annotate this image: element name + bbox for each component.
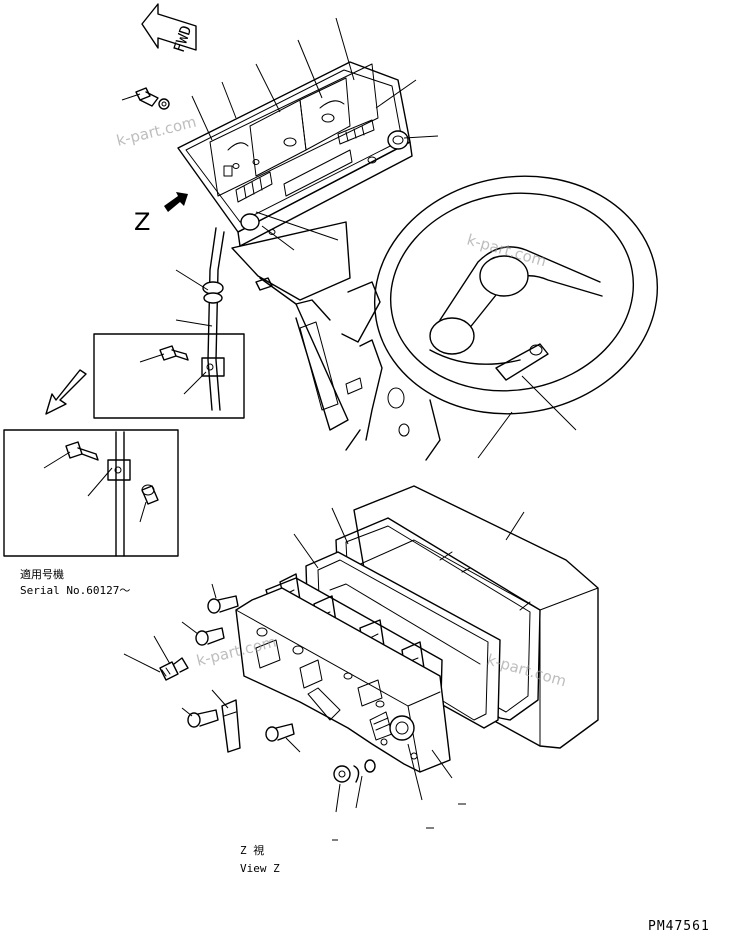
dashboard-panel <box>177 61 413 247</box>
nut-washer <box>333 759 376 783</box>
leader-lines <box>43 17 577 841</box>
connector-strip <box>221 699 241 753</box>
inset-arrow <box>45 369 87 415</box>
view-z-marker: Z <box>134 192 188 236</box>
inset-box-upper <box>93 333 245 419</box>
screw-4 <box>265 723 295 742</box>
view-z-caption-en: View Z <box>240 862 280 875</box>
screw-2 <box>195 627 225 646</box>
wire-harness <box>202 227 225 411</box>
drawing-number: PM47561 <box>648 919 710 934</box>
screw-3 <box>187 709 219 728</box>
circuit-board <box>235 587 451 773</box>
steering-column <box>231 221 441 461</box>
fwd-label: FWD <box>170 23 195 54</box>
steering-wheel <box>373 175 659 415</box>
view-z-letter: Z <box>134 208 150 236</box>
serial-en: Serial No.60127～ <box>20 584 130 597</box>
screw-1 <box>207 595 239 614</box>
bolt-upper-left <box>135 87 170 110</box>
inset-box-lower <box>3 429 179 557</box>
fwd-arrow: FWD <box>141 3 197 55</box>
view-z-caption-jp: Z 視 <box>240 843 264 857</box>
serial-jp: 適用号機 <box>20 567 64 581</box>
bulb-socket <box>159 657 189 681</box>
